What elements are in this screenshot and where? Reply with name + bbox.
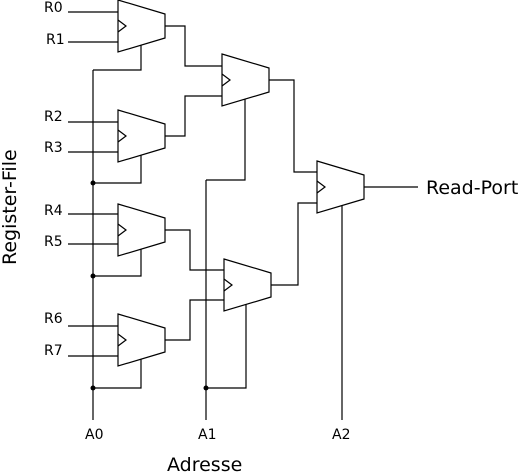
mux-r0-r1 <box>117 0 166 53</box>
side-label: Register-File <box>0 149 21 265</box>
mux-r2-r3 <box>117 109 166 163</box>
mux-stage3 <box>316 160 365 214</box>
label-r6: R6 <box>44 311 63 327</box>
label-a1: A1 <box>198 427 216 443</box>
output-label: Read-Port <box>426 177 518 199</box>
label-r2: R2 <box>44 109 63 125</box>
label-r0: R0 <box>44 0 63 16</box>
label-r5: R5 <box>44 234 63 250</box>
data-wires <box>165 25 418 341</box>
label-r3: R3 <box>44 140 63 156</box>
select-bus-a1 <box>203 99 247 420</box>
label-r1: R1 <box>46 32 65 48</box>
bottom-label: Adresse <box>167 454 242 475</box>
label-r4: R4 <box>44 203 63 219</box>
label-a0: A0 <box>85 427 103 443</box>
mux-stage2-top <box>221 53 270 107</box>
select-bus-a0 <box>90 45 142 420</box>
mux-r6-r7 <box>117 313 166 367</box>
label-r7: R7 <box>44 343 63 359</box>
mux-r4-r5 <box>117 203 166 257</box>
mux-stage2-bottom <box>223 258 272 312</box>
label-a2: A2 <box>332 427 350 443</box>
